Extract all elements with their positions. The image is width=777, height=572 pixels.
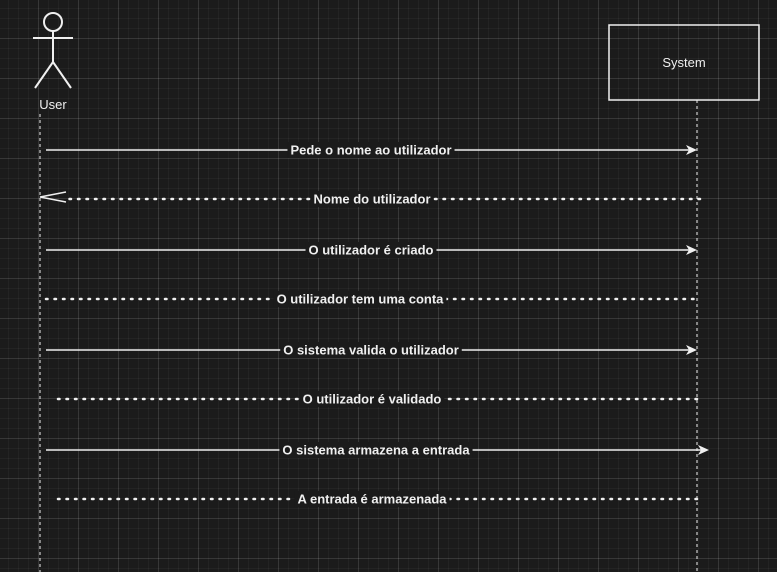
- message-5-label: O utilizador é validado: [303, 392, 442, 407]
- message-5[interactable]: O utilizador é validado: [56, 391, 702, 407]
- user-actor[interactable]: User: [33, 12, 73, 112]
- message-7[interactable]: A entrada é armazenada: [56, 491, 702, 507]
- message-2-arrowhead: [686, 245, 697, 255]
- message-6-label: O sistema armazena a entrada: [282, 443, 470, 458]
- message-1-label-bg: [310, 191, 434, 207]
- user-label: User: [39, 97, 67, 112]
- message-1-arrowhead: [39, 191, 67, 203]
- message-3-label: O utilizador tem uma conta: [277, 292, 445, 307]
- system-label: System: [662, 55, 705, 70]
- message-7-label: A entrada é armazenada: [297, 492, 447, 507]
- message-4-arrowhead: [686, 345, 697, 355]
- message-1[interactable]: Nome do utilizador: [39, 191, 702, 207]
- message-6-arrowhead: [698, 445, 709, 455]
- message-4[interactable]: O sistema valida o utilizador: [46, 342, 697, 358]
- system-participant[interactable]: System: [608, 24, 760, 101]
- message-6[interactable]: O sistema armazena a entrada: [46, 442, 709, 458]
- message-0-label-bg: [287, 142, 455, 158]
- message-2[interactable]: O utilizador é criado: [46, 242, 697, 258]
- message-2-label: O utilizador é criado: [309, 243, 434, 258]
- message-5-label-bg: [299, 391, 445, 407]
- message-6-label-bg: [279, 442, 473, 458]
- message-0-arrowhead: [686, 145, 697, 155]
- message-4-label-bg: [280, 342, 462, 358]
- message-3-label-bg: [273, 291, 447, 307]
- message-4-label: O sistema valida o utilizador: [283, 343, 459, 358]
- stick-figure-icon: [33, 12, 73, 89]
- message-3[interactable]: O utilizador tem uma conta: [44, 291, 699, 307]
- message-0[interactable]: Pede o nome ao utilizador: [46, 142, 697, 158]
- message-0-label: Pede o nome ao utilizador: [290, 143, 451, 158]
- message-7-label-bg: [294, 491, 450, 507]
- message-1-label: Nome do utilizador: [314, 192, 431, 207]
- message-2-label-bg: [305, 242, 437, 258]
- system-box: [608, 24, 760, 101]
